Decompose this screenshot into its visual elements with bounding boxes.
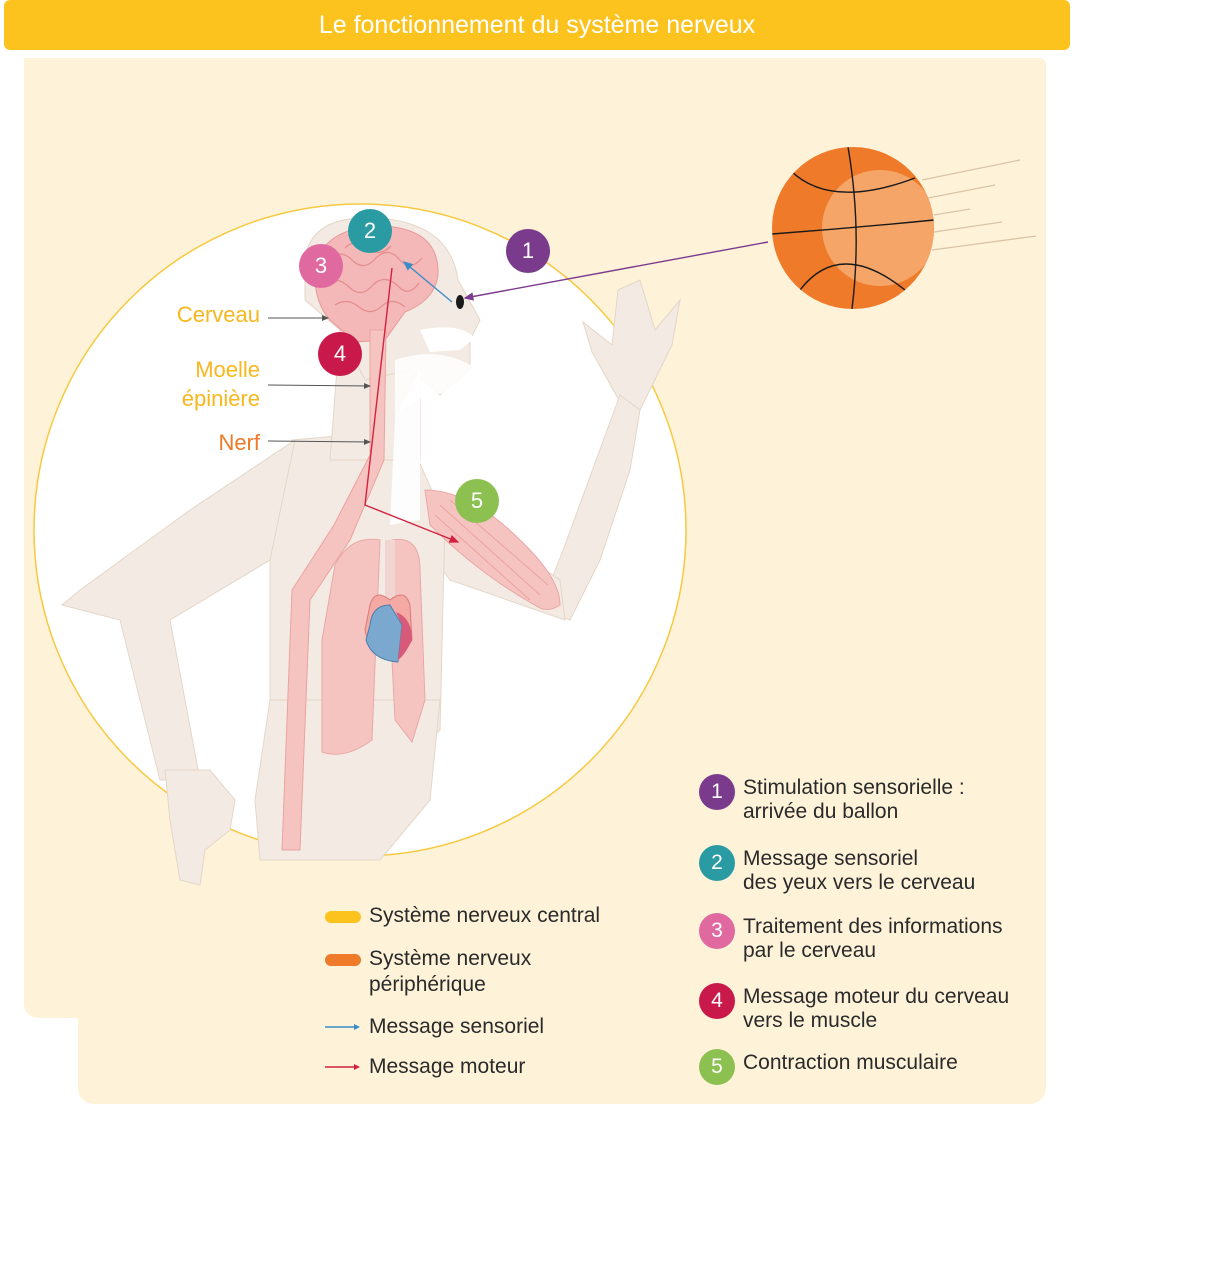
label-nerve: Nerf: [160, 428, 260, 457]
sensory-arrow-icon: [325, 1021, 361, 1033]
step-1: 1 Stimulation sensorielle :arrivée du ba…: [699, 774, 965, 824]
step-3-number: 3: [699, 913, 735, 949]
step-1-number: 1: [699, 774, 735, 810]
motor-arrow-icon: [325, 1061, 361, 1073]
label-spinal-cord: Moelle épinière: [150, 355, 260, 413]
legend-central: Système nerveux central: [325, 903, 600, 929]
badge-step-3: 3: [299, 244, 343, 288]
step-5-number: 5: [699, 1049, 735, 1085]
badge-step-1: 1: [506, 229, 550, 273]
eye: [456, 295, 464, 309]
badge-step-2: 2: [348, 209, 392, 253]
label-brain: Cerveau: [160, 300, 260, 329]
peripheral-swatch: [325, 954, 361, 966]
badge-step-5: 5: [455, 479, 499, 523]
central-swatch: [325, 911, 361, 923]
badge-step-4: 4: [318, 332, 362, 376]
step-2-number: 2: [699, 845, 735, 881]
basketball: [772, 147, 1036, 309]
step-5: 5 Contraction musculaire: [699, 1049, 958, 1085]
legend-motor: Message moteur: [325, 1054, 525, 1080]
step-4-number: 4: [699, 983, 735, 1019]
legend-sensory: Message sensoriel: [325, 1014, 544, 1040]
